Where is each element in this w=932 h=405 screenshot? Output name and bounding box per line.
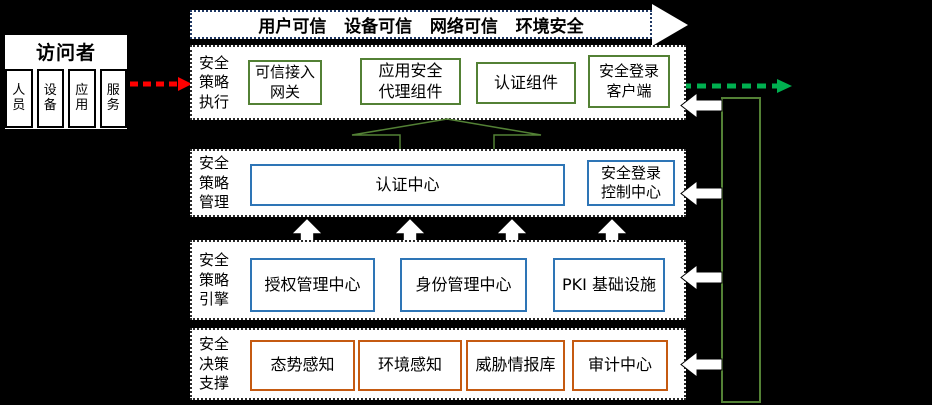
layer-label-policy-management: 安全 策略 管理 [199, 153, 230, 211]
box-identity-mgmt-center: 身份管理中心 [400, 258, 527, 312]
trust-banner: 用户可信 设备可信 网络可信 环境安全 [190, 10, 652, 39]
red-dashed-inbound-arrow [130, 77, 192, 91]
layer-label-decision-support: 安全 决策 支撑 [199, 334, 230, 392]
visitor-items: 人 员 设 备 应 用 服 务 [5, 69, 127, 128]
management-to-enforcement-arrow [351, 118, 542, 151]
box-secure-login-control-center: 安全登录 控制中心 [587, 160, 675, 206]
layer-label-policy-engine: 安全 策略 引擎 [199, 250, 230, 308]
right-vertical-bus [721, 97, 761, 403]
visitor-panel: 访问者 人 员 设 备 应 用 服 务 [3, 33, 129, 131]
box-auth-component: 认证组件 [476, 62, 576, 104]
layer-policy-enforcement: 安全 策略 执行 可信接入 网关 应用安全 代理组件 认证组件 安全登录 客户端 [190, 45, 686, 120]
bus-feedback-arrow-support [680, 351, 723, 378]
visitor-item-service: 服 务 [99, 69, 127, 128]
bus-feedback-arrow-enforcement [680, 92, 723, 119]
box-threat-intel-db: 威胁情报库 [466, 340, 565, 391]
visitor-item-device: 设 备 [36, 69, 64, 128]
box-audit-center: 审计中心 [572, 340, 668, 391]
visitor-item-personnel: 人 员 [5, 69, 33, 128]
box-app-security-proxy: 应用安全 代理组件 [360, 58, 461, 105]
layer-policy-management: 安全 策略 管理 认证中心 安全登录 控制中心 [190, 149, 686, 217]
box-situation-awareness: 态势感知 [250, 340, 355, 391]
box-authorization-mgmt-center: 授权管理中心 [250, 258, 375, 312]
box-pki-infrastructure: PKI 基础设施 [553, 258, 665, 312]
layer-label-policy-enforcement: 安全 策略 执行 [199, 53, 230, 111]
box-auth-center: 认证中心 [250, 164, 565, 206]
layer-decision-support: 安全 决策 支撑 态势感知 环境感知 威胁情报库 审计中心 [190, 328, 686, 400]
visitor-item-application: 应 用 [68, 69, 96, 128]
bus-feedback-arrow-engine [680, 264, 723, 291]
box-trusted-access-gateway: 可信接入 网关 [248, 60, 322, 105]
green-dashed-outbound-arrow [682, 79, 792, 93]
bus-feedback-arrow-management [680, 180, 723, 207]
box-secure-login-client: 安全登录 客户端 [588, 55, 670, 108]
layer-policy-engine: 安全 策略 引擎 授权管理中心 身份管理中心 PKI 基础设施 [190, 240, 686, 320]
trust-banner-arrowhead-icon [652, 4, 688, 46]
box-environment-awareness: 环境感知 [358, 340, 462, 391]
visitor-title: 访问者 [35, 42, 96, 64]
